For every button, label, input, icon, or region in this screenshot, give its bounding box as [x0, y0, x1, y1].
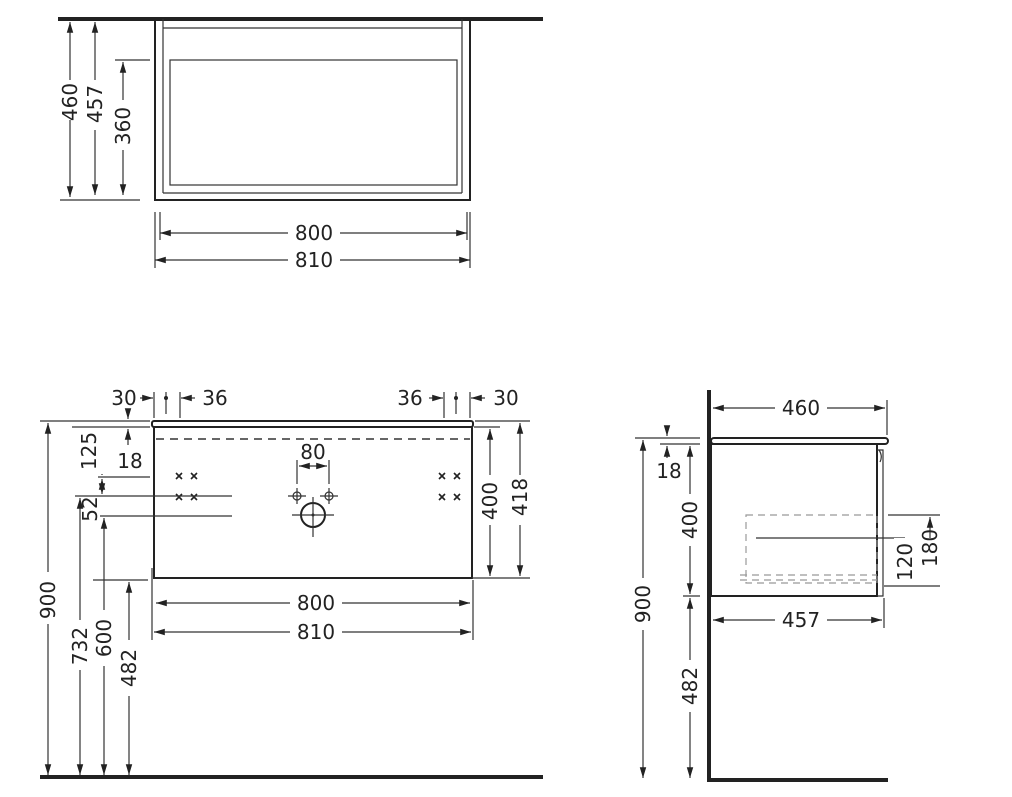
top-view: 460 457 360 800 810: [58, 17, 543, 272]
dim-depth-457: 457: [782, 608, 820, 632]
inner-drawer: [745, 514, 878, 584]
dim-width-800: 800: [297, 591, 335, 615]
dim-height-457: 457: [83, 85, 107, 123]
drawer-outline: [169, 59, 458, 186]
dim-side-30-left: 30: [111, 386, 136, 410]
dim-height-900: 900: [631, 585, 655, 623]
dim-height-400: 400: [678, 501, 702, 539]
dim-18: 18: [656, 459, 681, 483]
dim-width-810: 810: [297, 620, 335, 644]
mounting-holes: [175, 472, 461, 501]
cabinet-outline: [154, 18, 471, 201]
dim-height-900: 900: [36, 581, 60, 619]
dim-side-36-right: 36: [397, 386, 422, 410]
dim-depth-460: 460: [782, 396, 820, 420]
dim-180: 180: [918, 529, 942, 567]
front-view: 80 900 125 18 52 732 600 482 30 36 36 30…: [36, 386, 543, 779]
dim-height-482: 482: [678, 667, 702, 705]
dim-125: 125: [77, 432, 101, 470]
tap-holes: [288, 488, 338, 504]
cabinet-side: [710, 443, 878, 597]
dim-side-36-left: 36: [202, 386, 227, 410]
dim-18: 18: [117, 449, 142, 473]
dim-height-460: 460: [58, 83, 82, 121]
dim-height-600: 600: [92, 619, 116, 657]
dim-width-800: 800: [295, 221, 333, 245]
side-view: 120 180 460 457 18 900 400 482: [631, 390, 942, 782]
cabinet-front: [153, 426, 473, 579]
dim-height-732: 732: [68, 627, 92, 665]
dim-height-418: 418: [508, 478, 532, 516]
dim-height-360: 360: [111, 107, 135, 145]
dim-52: 52: [78, 496, 102, 521]
dim-width-810: 810: [295, 248, 333, 272]
dim-side-30-right: 30: [493, 386, 518, 410]
drain-hole: [292, 497, 334, 537]
dim-height-482: 482: [117, 649, 141, 687]
dim-120: 120: [893, 543, 917, 581]
dim-height-400: 400: [478, 482, 502, 520]
drawer-front: [877, 449, 884, 597]
dim-tap-spacing-80: 80: [300, 440, 325, 464]
